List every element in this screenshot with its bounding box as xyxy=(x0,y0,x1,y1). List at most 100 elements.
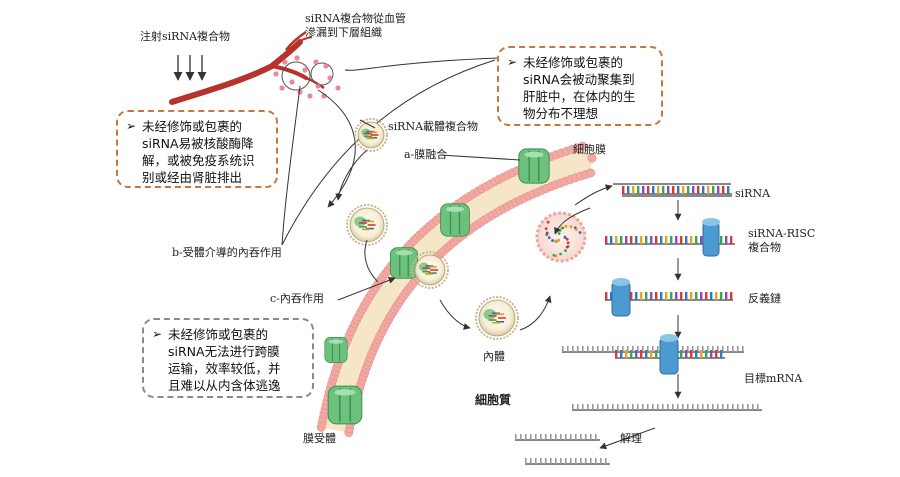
nucleotide xyxy=(705,292,708,300)
nucleotide xyxy=(730,236,733,244)
nucleotide xyxy=(627,186,630,194)
nucleotide xyxy=(717,346,719,352)
label-endocytosis: c-內吞作用 xyxy=(270,292,324,305)
nucleotide xyxy=(630,236,633,244)
risc-protein xyxy=(611,281,631,317)
nucleotide xyxy=(540,434,542,440)
receptor-highlight xyxy=(524,151,544,158)
sirna-vesicle xyxy=(346,204,388,246)
nucleotide xyxy=(675,236,678,244)
pathway-arrows xyxy=(335,119,682,450)
sirna-dot xyxy=(559,252,562,256)
nucleotide xyxy=(722,346,724,352)
lipid-head xyxy=(578,141,588,151)
note-marker-icon: ➢ xyxy=(152,327,163,341)
nucleotide xyxy=(530,434,532,440)
nucleotide xyxy=(520,434,522,440)
receptor-protein xyxy=(389,247,419,279)
nucleotide xyxy=(652,404,654,410)
label-membrane: 細胞膜 xyxy=(573,143,606,156)
sirna-dot xyxy=(551,239,554,242)
label-fusion: a-膜融合 xyxy=(404,148,448,161)
nucleotide xyxy=(567,346,569,352)
sirna-dot xyxy=(554,239,558,243)
nucleotide xyxy=(647,404,649,410)
nucleotide xyxy=(662,186,665,194)
nucleotide xyxy=(525,434,527,440)
nucleotide xyxy=(697,404,699,410)
nucleotide xyxy=(590,458,592,464)
nucleotide xyxy=(620,236,623,244)
nucleotide xyxy=(710,292,713,300)
nucleotide xyxy=(635,236,638,244)
nucleotide xyxy=(695,292,698,300)
note-transmembrane: ➢ 未经修饰或包裹的 siRNA无法进行跨膜 运输，效率较低，并 且难以从内含体… xyxy=(142,318,314,398)
nucleotide xyxy=(647,346,649,352)
nucleotide xyxy=(587,404,589,410)
nucleotide xyxy=(655,236,658,244)
nucleotide xyxy=(690,236,693,244)
nucleotide xyxy=(700,236,703,244)
injection-arrows xyxy=(173,55,207,81)
nucleotide xyxy=(657,186,660,194)
nucleotide xyxy=(685,350,688,358)
nucleotide xyxy=(725,236,728,244)
nucleotide xyxy=(555,458,557,464)
sirna-dot xyxy=(574,228,578,231)
nucleotide xyxy=(555,434,557,440)
nucleotide xyxy=(580,458,582,464)
nucleotide xyxy=(635,292,638,300)
rnai-cascade xyxy=(515,183,762,465)
nucleotide xyxy=(695,350,698,358)
nucleotide xyxy=(650,236,653,244)
vesicle-receptor xyxy=(354,216,367,227)
nucleotide xyxy=(640,350,643,358)
particle xyxy=(289,79,295,85)
nucleotide xyxy=(597,404,599,410)
sirna-duplex xyxy=(622,186,732,195)
escape-vesicle xyxy=(535,211,587,263)
sirna-dot xyxy=(578,231,582,234)
sirna-dot xyxy=(545,231,549,235)
nucleotide xyxy=(585,458,587,464)
sirna-dot xyxy=(547,236,551,240)
nucleotide xyxy=(680,236,683,244)
blood-vessel xyxy=(169,30,334,105)
receptor-protein xyxy=(518,148,550,184)
nucleotide xyxy=(530,458,532,464)
vesicle-receptor xyxy=(418,262,430,272)
vesicle-body xyxy=(349,207,385,243)
nucleotide xyxy=(637,186,640,194)
nucleotide xyxy=(715,292,718,300)
nucleotide xyxy=(707,186,710,194)
sirna-vesicle xyxy=(475,296,519,340)
fragment-strand xyxy=(525,458,610,465)
nucleotide xyxy=(700,350,703,358)
sirna-dot xyxy=(563,236,567,239)
nucleotide xyxy=(727,346,729,352)
nucleotide xyxy=(712,404,714,410)
nucleotide xyxy=(722,404,724,410)
nucleotide xyxy=(650,292,653,300)
nucleotide xyxy=(612,346,614,352)
lipid-head xyxy=(586,168,596,178)
sirna-dot xyxy=(558,229,562,232)
sirna-dot xyxy=(544,227,548,231)
nucleotide xyxy=(577,404,579,410)
label-carrier: siRNA載體複合物 xyxy=(388,120,479,133)
receptor-protein xyxy=(324,337,348,363)
vesicle-shell xyxy=(346,204,388,246)
nucleotide xyxy=(697,186,700,194)
nucleotide xyxy=(640,236,643,244)
receptor-body xyxy=(327,385,363,425)
nucleotide xyxy=(692,404,694,410)
nucleotide xyxy=(690,350,693,358)
nucleotide xyxy=(575,458,577,464)
label-receptor-mediated: b-受體介導的內吞作用 xyxy=(172,246,282,259)
receptor-protein xyxy=(327,385,363,425)
nucleotide xyxy=(700,292,703,300)
receptor-highlight xyxy=(446,206,464,212)
nucleotide xyxy=(637,404,639,410)
nucleotide xyxy=(695,236,698,244)
